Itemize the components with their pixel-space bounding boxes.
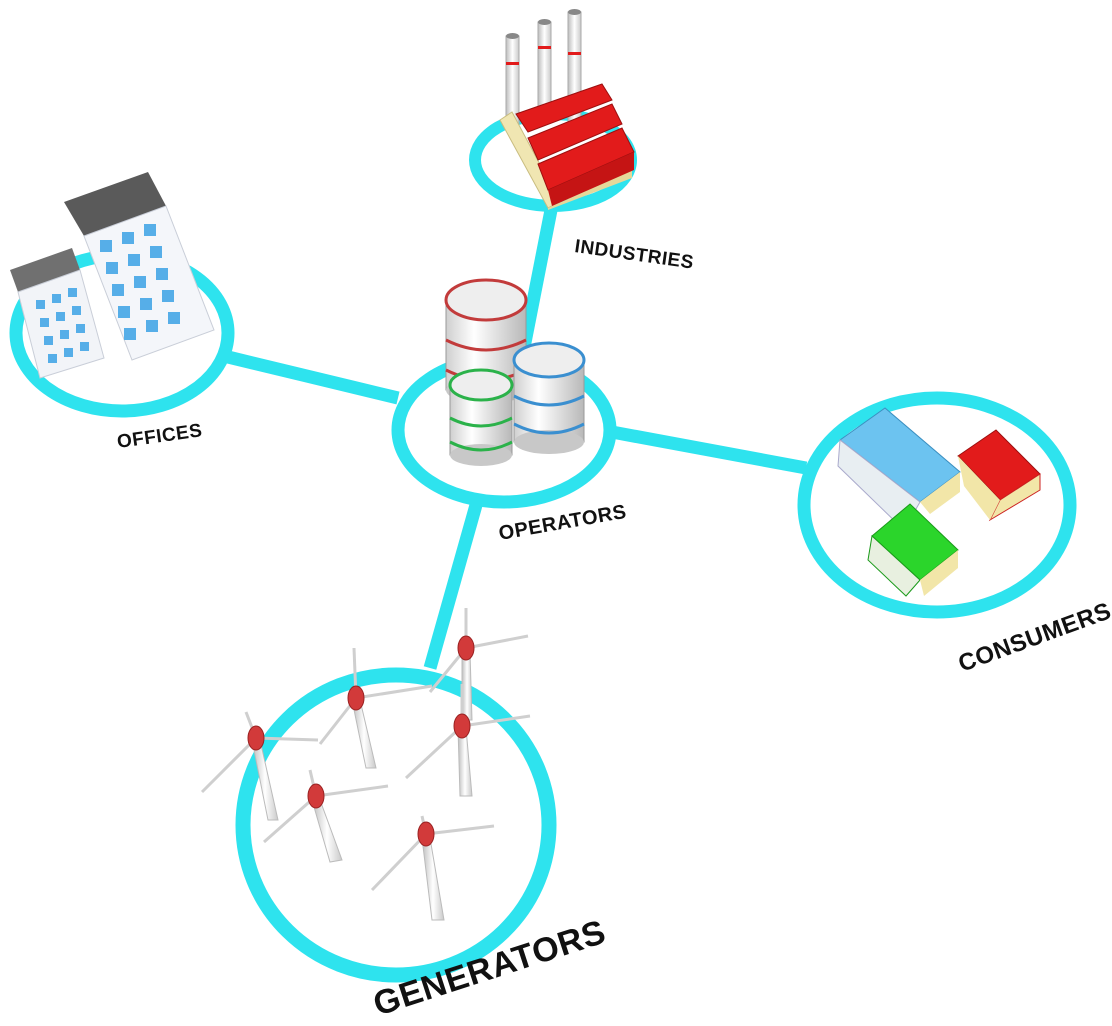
wind-turbine (404, 684, 531, 797)
houses-icon (837, 407, 1041, 597)
ring-generators (235, 667, 557, 983)
wind-turbines-icon (200, 608, 531, 921)
factory-icon (499, 9, 635, 210)
wind-turbine (263, 769, 389, 863)
connector-operators-generators (423, 496, 485, 670)
connectors (226, 203, 808, 670)
industries-label: INDUSTRIES (573, 236, 695, 274)
storage-tanks-icon (444, 278, 586, 466)
office-buildings-icon (10, 172, 215, 379)
wind-turbine (200, 711, 319, 821)
wind-turbine (370, 815, 495, 921)
wind-turbine (428, 608, 529, 721)
ring-consumers (797, 391, 1077, 619)
connector-operators-offices (226, 350, 400, 405)
wind-turbine (318, 647, 433, 769)
connector-operators-consumers (610, 425, 808, 475)
offices-label: OFFICES (116, 420, 204, 453)
